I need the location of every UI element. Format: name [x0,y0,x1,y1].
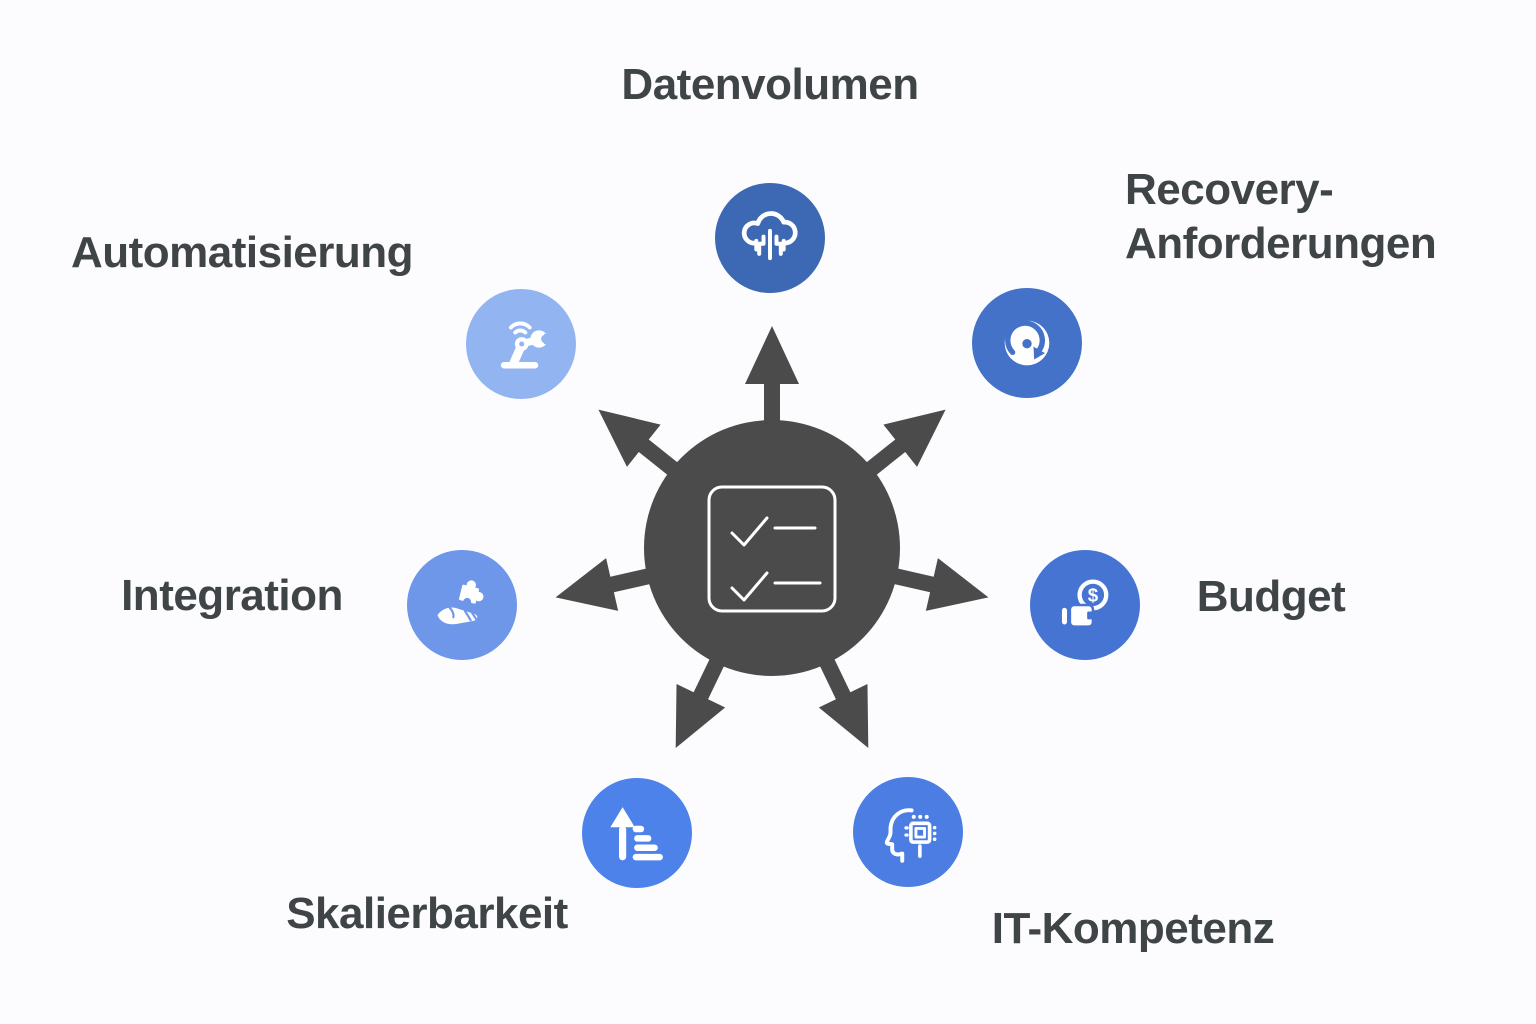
node-budget: $ [1030,550,1140,660]
hub-circle [644,420,900,676]
label-recovery-line1: Recovery- [1125,165,1334,214]
node-automatisierung [466,289,576,399]
cloud-data-icon [741,211,798,261]
scale-up-icon [610,807,663,861]
wallet-dollar-icon: $ [1061,579,1109,628]
dollar-sign: $ [1088,584,1099,605]
label-recovery-line2: Anforderungen [1125,219,1437,268]
label-budget: Budget [1196,572,1346,621]
hand-puzzle-icon [437,580,484,625]
label-recovery-anforderungen: Recovery- Anforderungen [1125,163,1437,271]
label-skalierbarkeit: Skalierbarkeit [286,889,568,938]
robot-arm-icon [500,321,553,369]
node-datenvolumen [715,183,825,293]
label-integration: Integration [121,571,343,620]
hub [555,326,989,749]
head-chip-icon [884,808,937,863]
label-automatisierung: Automatisierung [70,228,414,277]
node-recovery-anforderungen [972,288,1082,398]
node-integration [407,550,517,660]
backup-restore-icon [1004,320,1050,366]
checklist-icon [707,485,837,613]
node-skalierbarkeit [582,778,692,888]
label-datenvolumen: Datenvolumen [621,60,919,109]
arrow-up [745,326,799,498]
label-it-kompetenz: IT-Kompetenz [991,904,1275,953]
node-it-kompetenz [853,777,963,887]
